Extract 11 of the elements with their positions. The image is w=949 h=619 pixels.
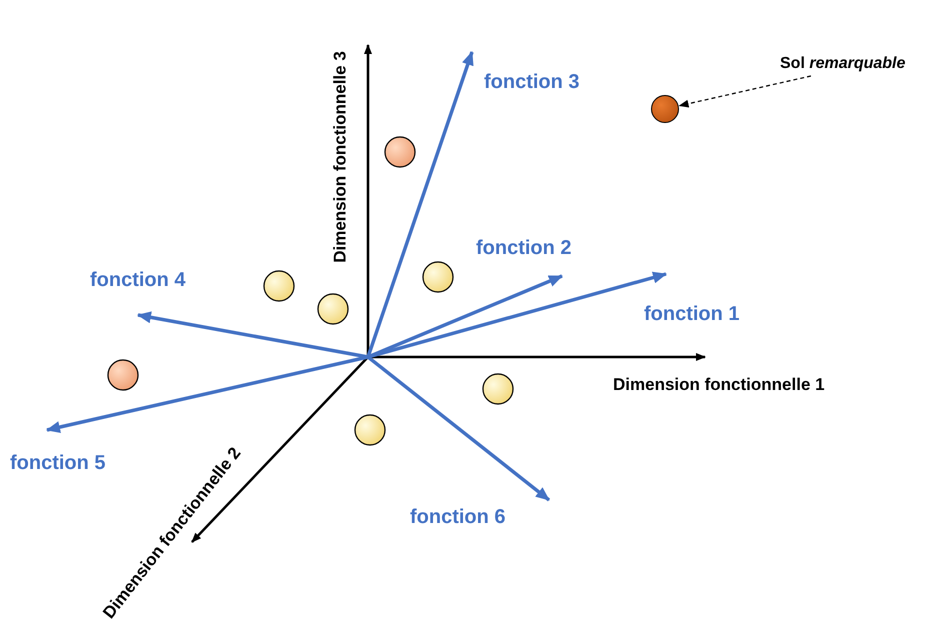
axis-label: Dimension fonctionnelle 1 <box>613 374 825 396</box>
vector-label: fonction 5 <box>10 451 106 476</box>
vector-label: fonction 6 <box>410 505 506 530</box>
vector-label: fonction 4 <box>90 268 186 293</box>
vector-label: fonction 2 <box>476 236 572 261</box>
leader-line <box>678 75 812 108</box>
axis-label: Dimension fonctionnelle 3 <box>329 51 350 263</box>
highlighted-data-point <box>651 95 679 123</box>
callout-text: Sol remarquable <box>780 54 906 74</box>
vector-label: fonction 1 <box>644 302 740 327</box>
vector-label: fonction 3 <box>484 70 580 95</box>
